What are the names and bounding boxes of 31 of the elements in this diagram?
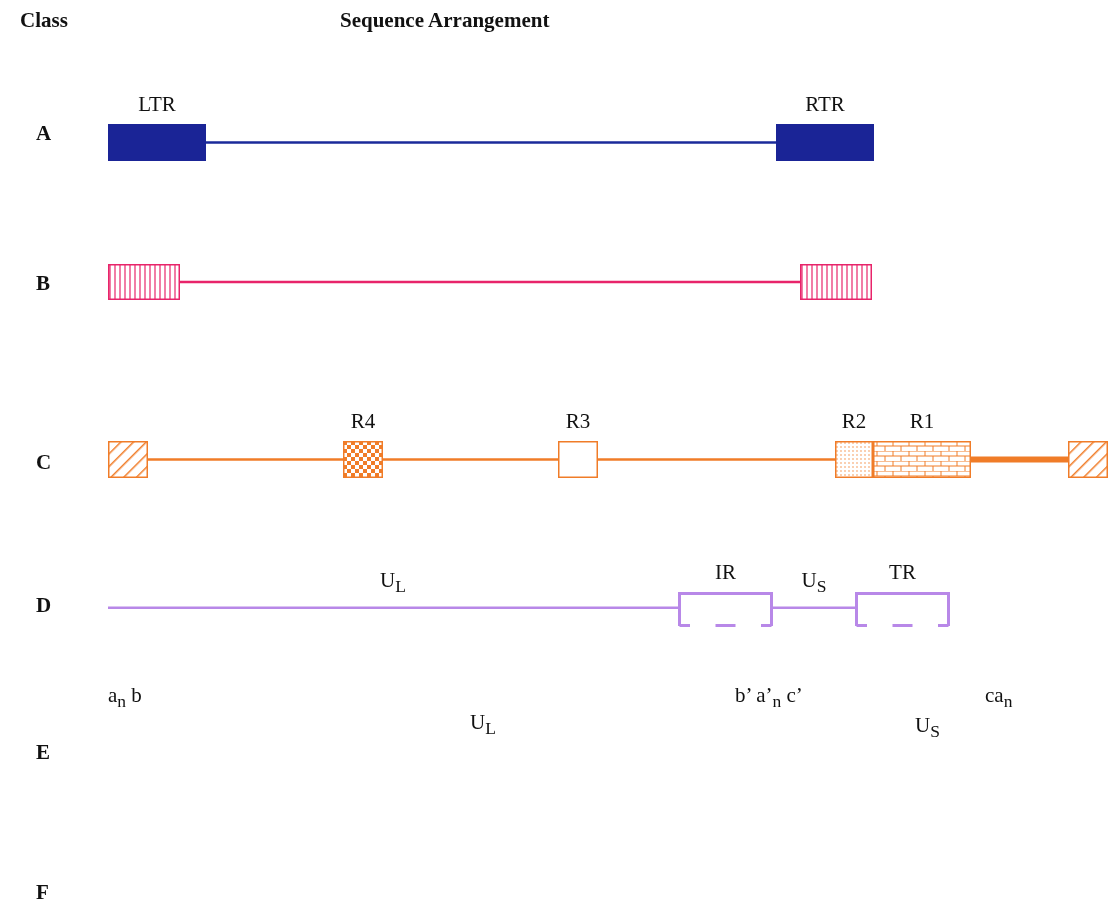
heading-text: Sequence Arrangement (340, 8, 550, 32)
connector-line (148, 458, 343, 461)
segment-label: IR (714, 560, 737, 584)
heading-text: F (36, 880, 49, 904)
segment-label: a$_{n}$ b (108, 683, 142, 714)
segment-label: LTR (137, 92, 177, 116)
connector-line (108, 606, 678, 609)
segment-label: U$_{L}$ (470, 710, 496, 741)
segment-label: ca$_{n}$ (985, 683, 1013, 714)
edge-label: U$_{S}$ (801, 567, 827, 598)
segment-label: R2 (840, 409, 868, 433)
connector-line (180, 280, 800, 284)
heading-text: D (36, 593, 52, 617)
connector-line (598, 458, 835, 461)
segment-label: R4 (349, 409, 377, 433)
segment-label: RTR (804, 92, 846, 116)
segment-label: R1 (908, 409, 936, 433)
edge-label: U$_{L}$ (380, 567, 406, 598)
heading-text: Class (20, 8, 68, 32)
connector-line (773, 606, 855, 609)
segment-label: TR (888, 560, 917, 584)
heading-text: C (36, 450, 52, 474)
segment-label: R3 (564, 409, 592, 433)
heading-text: E (36, 740, 50, 764)
heading-text: B (36, 271, 50, 295)
connector-line (206, 141, 776, 144)
connector-line (971, 456, 1068, 463)
connector-line (383, 458, 558, 461)
heading-text: A (36, 121, 52, 145)
segment-label: U$_{S}$ (915, 713, 940, 744)
segment-label: b’ a’$_{n}$ c’ (735, 683, 803, 714)
